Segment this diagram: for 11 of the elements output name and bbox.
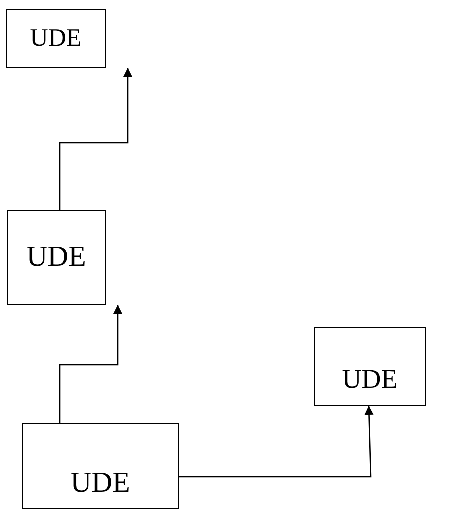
box-label: UDE <box>70 468 130 500</box>
arrow <box>59 305 122 423</box>
arrow <box>179 406 374 478</box>
process-box <box>7 210 106 305</box>
process-box <box>6 9 106 68</box>
box-label: UDE <box>26 242 86 274</box>
box-label: UDE <box>342 365 398 395</box>
process-box <box>314 327 426 406</box>
box-label: UDE <box>30 24 82 52</box>
arrow <box>59 68 132 210</box>
process-box <box>22 423 179 509</box>
